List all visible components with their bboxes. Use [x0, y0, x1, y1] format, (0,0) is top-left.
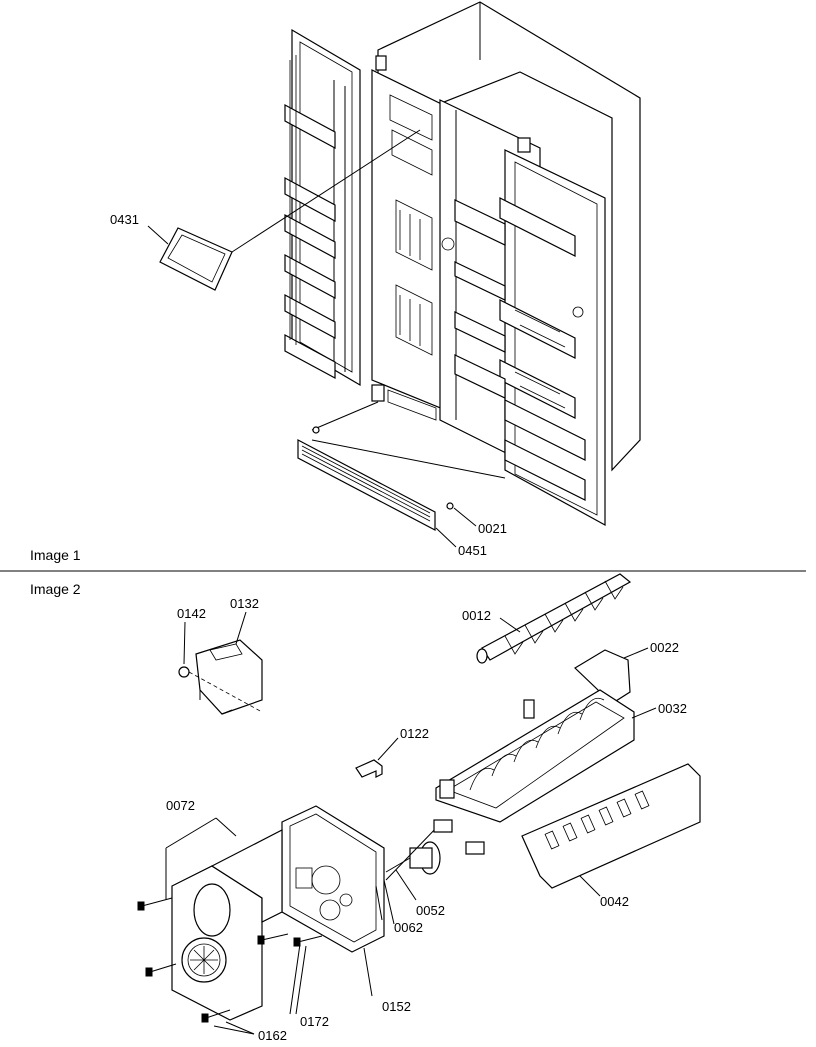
callout-0142: 0142 — [177, 606, 206, 621]
callout-0022: 0022 — [650, 640, 679, 655]
callout-0072: 0072 — [166, 798, 195, 813]
callout-0122: 0122 — [400, 726, 429, 741]
callout-0172: 0172 — [300, 1014, 329, 1029]
callout-0021: 0021 — [478, 521, 507, 536]
callout-0032: 0032 — [658, 701, 687, 716]
refrigerator-illustration — [147, 1, 641, 548]
callout-0451: 0451 — [458, 543, 487, 558]
callout-0152: 0152 — [382, 999, 411, 1014]
callout-0012: 0012 — [462, 608, 491, 623]
callout-0132: 0132 — [230, 596, 259, 611]
callout-0062: 0062 — [394, 920, 423, 935]
ice-maker-illustration — [137, 573, 701, 1035]
callout-0162: 0162 — [258, 1028, 287, 1043]
callout-0431: 0431 — [110, 212, 139, 227]
section-title-image-2: Image 2 — [30, 581, 81, 597]
callout-0042: 0042 — [600, 894, 629, 909]
section-title-image-1: Image 1 — [30, 547, 81, 563]
callout-0052: 0052 — [416, 903, 445, 918]
